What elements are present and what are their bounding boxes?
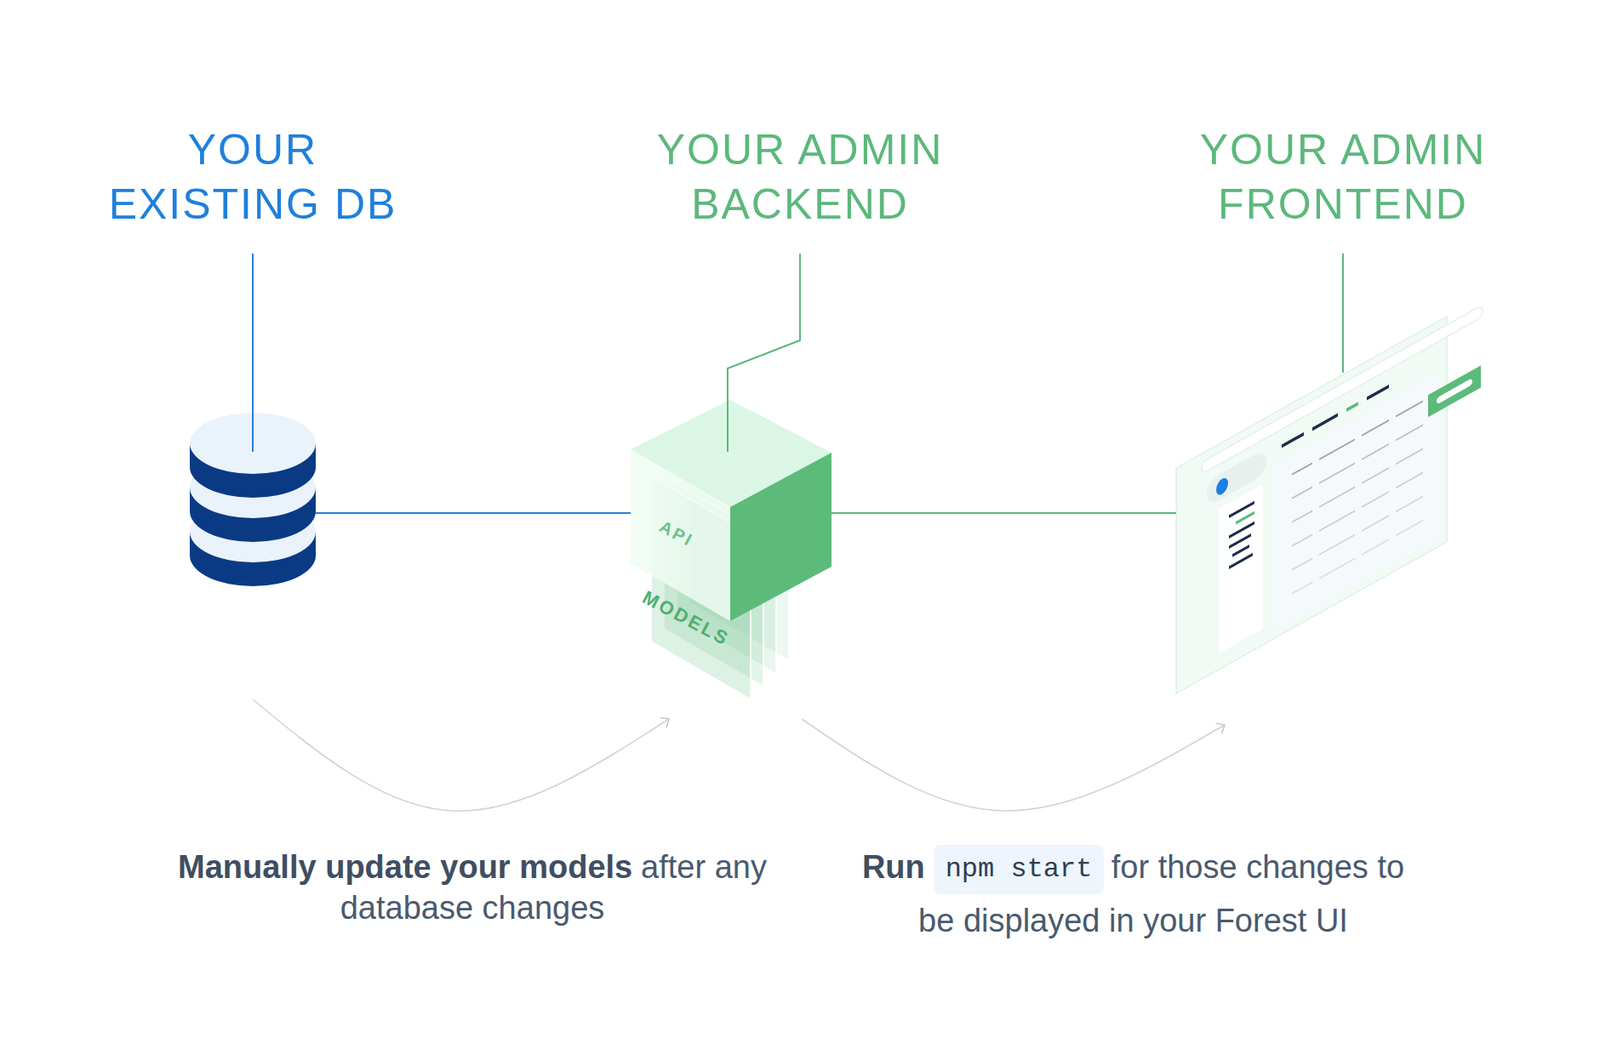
table-row (1291, 401, 1423, 475)
button-pill (1436, 377, 1473, 406)
leader-line (1342, 253, 1344, 373)
header-dash (1281, 434, 1304, 447)
connector (315, 512, 631, 515)
caption-text: Manually update your models (177, 849, 633, 886)
connector (831, 512, 1177, 515)
window-panel (1176, 316, 1447, 694)
sidebar (1218, 484, 1263, 654)
frontend-window (1176, 296, 1483, 694)
header-dash (1366, 386, 1389, 400)
diagram-node: YOUR ADMIN BACKENDAPIMODELS (630, 400, 832, 720)
header-dash (1346, 403, 1359, 411)
code-snippet: npm start (933, 845, 1105, 895)
table-row (1291, 520, 1423, 595)
face-label: API (656, 515, 698, 551)
window-button (1428, 365, 1481, 418)
toggle-dot (1216, 475, 1229, 498)
table-row (1291, 497, 1423, 571)
face-label: MODELS (638, 586, 733, 652)
sidebar-item (1232, 546, 1250, 556)
node-heading: YOUR EXISTING DB (91, 122, 415, 232)
sidebar-item (1228, 554, 1253, 569)
content-area (1271, 372, 1439, 633)
diagram-node: YOUR ADMIN FRONTEND (1176, 311, 1482, 726)
diagram-node: YOUR EXISTING DB (189, 413, 316, 700)
table-row (1291, 473, 1423, 547)
leader-line (727, 253, 800, 452)
backend-cube (630, 400, 832, 700)
caption-block: Manually update your modelsafter any dat… (148, 846, 796, 929)
table-row (1291, 449, 1423, 523)
connector (252, 699, 669, 812)
sidebar-item (1235, 512, 1255, 523)
node-heading: YOUR ADMIN FRONTEND (1181, 122, 1505, 232)
table-rows (1291, 401, 1423, 595)
sidebar-item (1228, 535, 1252, 549)
caption-text: Run (862, 849, 926, 886)
header-dash (1312, 415, 1338, 430)
cube-right-face (730, 452, 832, 622)
connector (801, 719, 1225, 812)
caption-block: Runnpm startfor those changes to be disp… (850, 840, 1417, 948)
table-row (1291, 425, 1423, 499)
leader-line (251, 253, 254, 452)
node-heading: YOUR ADMIN BACKEND (638, 122, 962, 232)
